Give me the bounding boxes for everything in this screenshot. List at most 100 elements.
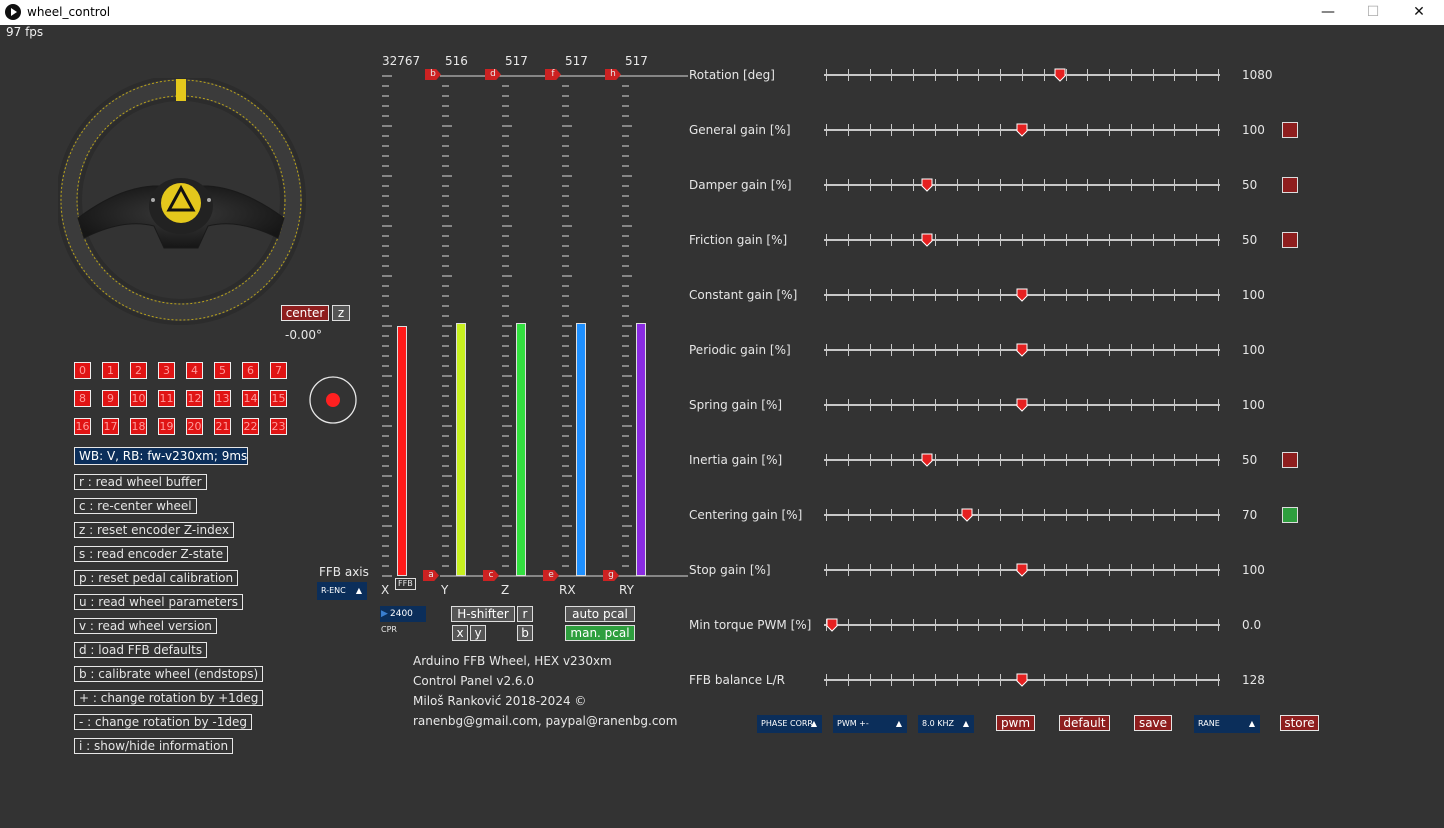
calibration-marker-bottom[interactable]: e [543, 570, 559, 581]
slider-track[interactable] [824, 285, 1220, 305]
shifter-x-button[interactable]: x [452, 625, 468, 641]
save-button[interactable]: save [1134, 715, 1172, 731]
slider-value: 100 [1242, 563, 1265, 577]
man-pcal-button[interactable]: man. pcal [565, 625, 635, 641]
dropdown-arrow-icon: ▲ [895, 719, 902, 728]
slider-knob[interactable] [921, 177, 933, 192]
auto-pcal-button[interactable]: auto pcal [565, 606, 635, 622]
slider-tick [978, 399, 980, 411]
h-shifter-button[interactable]: H-shifter [451, 606, 515, 622]
effect-toggle-box[interactable] [1282, 177, 1298, 193]
axis-level-bar [576, 323, 586, 576]
slider-track[interactable] [824, 120, 1220, 140]
command-button[interactable]: u : read wheel parameters [74, 594, 244, 610]
store-button[interactable]: store [1280, 715, 1319, 731]
command-button[interactable]: d : load FFB defaults [74, 642, 208, 658]
slider-tick [978, 179, 980, 191]
cpr-field[interactable]: ▶2400 [380, 606, 426, 622]
effect-toggle-box[interactable] [1282, 507, 1298, 523]
center-button[interactable]: center [281, 305, 329, 321]
slider-knob[interactable] [921, 452, 933, 467]
shifter-b-button[interactable]: b [517, 625, 533, 641]
slider-tick [1174, 454, 1176, 466]
slider-tick [891, 124, 893, 136]
pwm-mode-dropdown[interactable]: PWM +-▲ [833, 715, 907, 733]
ffb-label: FFB [395, 578, 416, 590]
slider-knob[interactable] [1016, 397, 1028, 412]
command-button[interactable]: p : reset pedal calibration [74, 570, 239, 586]
slider-track[interactable] [824, 450, 1220, 470]
shifter-y-button[interactable]: y [470, 625, 486, 641]
slider-track[interactable] [824, 505, 1220, 525]
calibration-marker-top[interactable]: h [605, 69, 621, 80]
slider-knob[interactable] [1054, 67, 1066, 82]
effect-toggle-box[interactable] [1282, 232, 1298, 248]
slider-knob[interactable] [1016, 672, 1028, 687]
slider-knob[interactable] [961, 507, 973, 522]
slider-tick [934, 674, 936, 686]
maximize-button[interactable]: ☐ [1366, 4, 1380, 20]
slider-track[interactable] [824, 65, 1220, 85]
command-button[interactable]: v : read wheel version [74, 618, 217, 634]
command-button[interactable]: i : show/hide information [74, 738, 234, 754]
slider-tick [1218, 179, 1219, 191]
default-button[interactable]: default [1059, 715, 1110, 731]
command-button[interactable]: b : calibrate wheel (endstops) [74, 666, 264, 682]
slider-tick [869, 289, 871, 301]
slider-tick [913, 69, 915, 81]
calibration-marker-bottom[interactable]: a [423, 570, 439, 581]
z-button[interactable]: z [332, 305, 350, 321]
command-button[interactable]: r : read wheel buffer [74, 474, 207, 490]
minimize-button[interactable]: — [1321, 4, 1335, 20]
calibration-marker-bottom[interactable]: c [483, 570, 499, 581]
ffb-axis-dropdown[interactable]: R-ENC▲ [317, 582, 367, 600]
effect-toggle-box[interactable] [1282, 452, 1298, 468]
slider-tick [1130, 344, 1132, 356]
command-button[interactable]: z : reset encoder Z-index [74, 522, 235, 538]
calibration-marker-bottom[interactable]: g [603, 570, 619, 581]
button-indicator: 5 [214, 362, 231, 379]
calibration-marker-top[interactable]: f [545, 69, 561, 80]
calibration-marker-top[interactable]: d [485, 69, 501, 80]
button-indicator: 10 [130, 390, 147, 407]
slider-track[interactable] [824, 670, 1220, 690]
command-button[interactable]: c : re-center wheel [74, 498, 197, 514]
slider-knob[interactable] [1016, 342, 1028, 357]
phase-corr-dropdown[interactable]: PHASE CORR▲ [757, 715, 822, 733]
slider-knob[interactable] [1016, 562, 1028, 577]
slider-track[interactable] [824, 175, 1220, 195]
slider-knob[interactable] [826, 617, 838, 632]
slider-track[interactable] [824, 560, 1220, 580]
slider-track[interactable] [824, 395, 1220, 415]
axis-value: 32767 [382, 54, 421, 68]
axis-value: 516 [445, 54, 468, 68]
slider-tick [1196, 69, 1198, 81]
effect-toggle-box[interactable] [1282, 122, 1298, 138]
slider-tick [1000, 179, 1002, 191]
frequency-dropdown[interactable]: 8.0 KHZ▲ [918, 715, 974, 733]
calibration-marker-top[interactable]: b [425, 69, 441, 80]
slider-tick [1000, 674, 1002, 686]
command-button[interactable]: - : change rotation by -1deg [74, 714, 252, 730]
shifter-r-button[interactable]: r [517, 606, 533, 622]
slider-tick [891, 454, 893, 466]
button-indicator: 22 [242, 418, 259, 435]
slider-knob[interactable] [921, 232, 933, 247]
slider-track[interactable] [824, 340, 1220, 360]
slider-tick [1152, 344, 1154, 356]
info-line-2: Control Panel v2.6.0 [413, 674, 535, 688]
slider-knob[interactable] [1016, 287, 1028, 302]
slider-knob[interactable] [1016, 122, 1028, 137]
command-button[interactable]: s : read encoder Z-state [74, 546, 229, 562]
slider-tick [826, 564, 827, 576]
slider-tick [1174, 344, 1176, 356]
slider-tick [1130, 69, 1132, 81]
axis-name-label: RX [559, 583, 576, 597]
close-button[interactable]: ✕ [1413, 4, 1425, 20]
slider-track[interactable] [824, 230, 1220, 250]
slider-tick [1043, 289, 1045, 301]
slider-track[interactable] [824, 615, 1220, 635]
rane-dropdown[interactable]: RANE▲ [1194, 715, 1260, 733]
pwm-button[interactable]: pwm [996, 715, 1035, 731]
command-button[interactable]: + : change rotation by +1deg [74, 690, 264, 706]
